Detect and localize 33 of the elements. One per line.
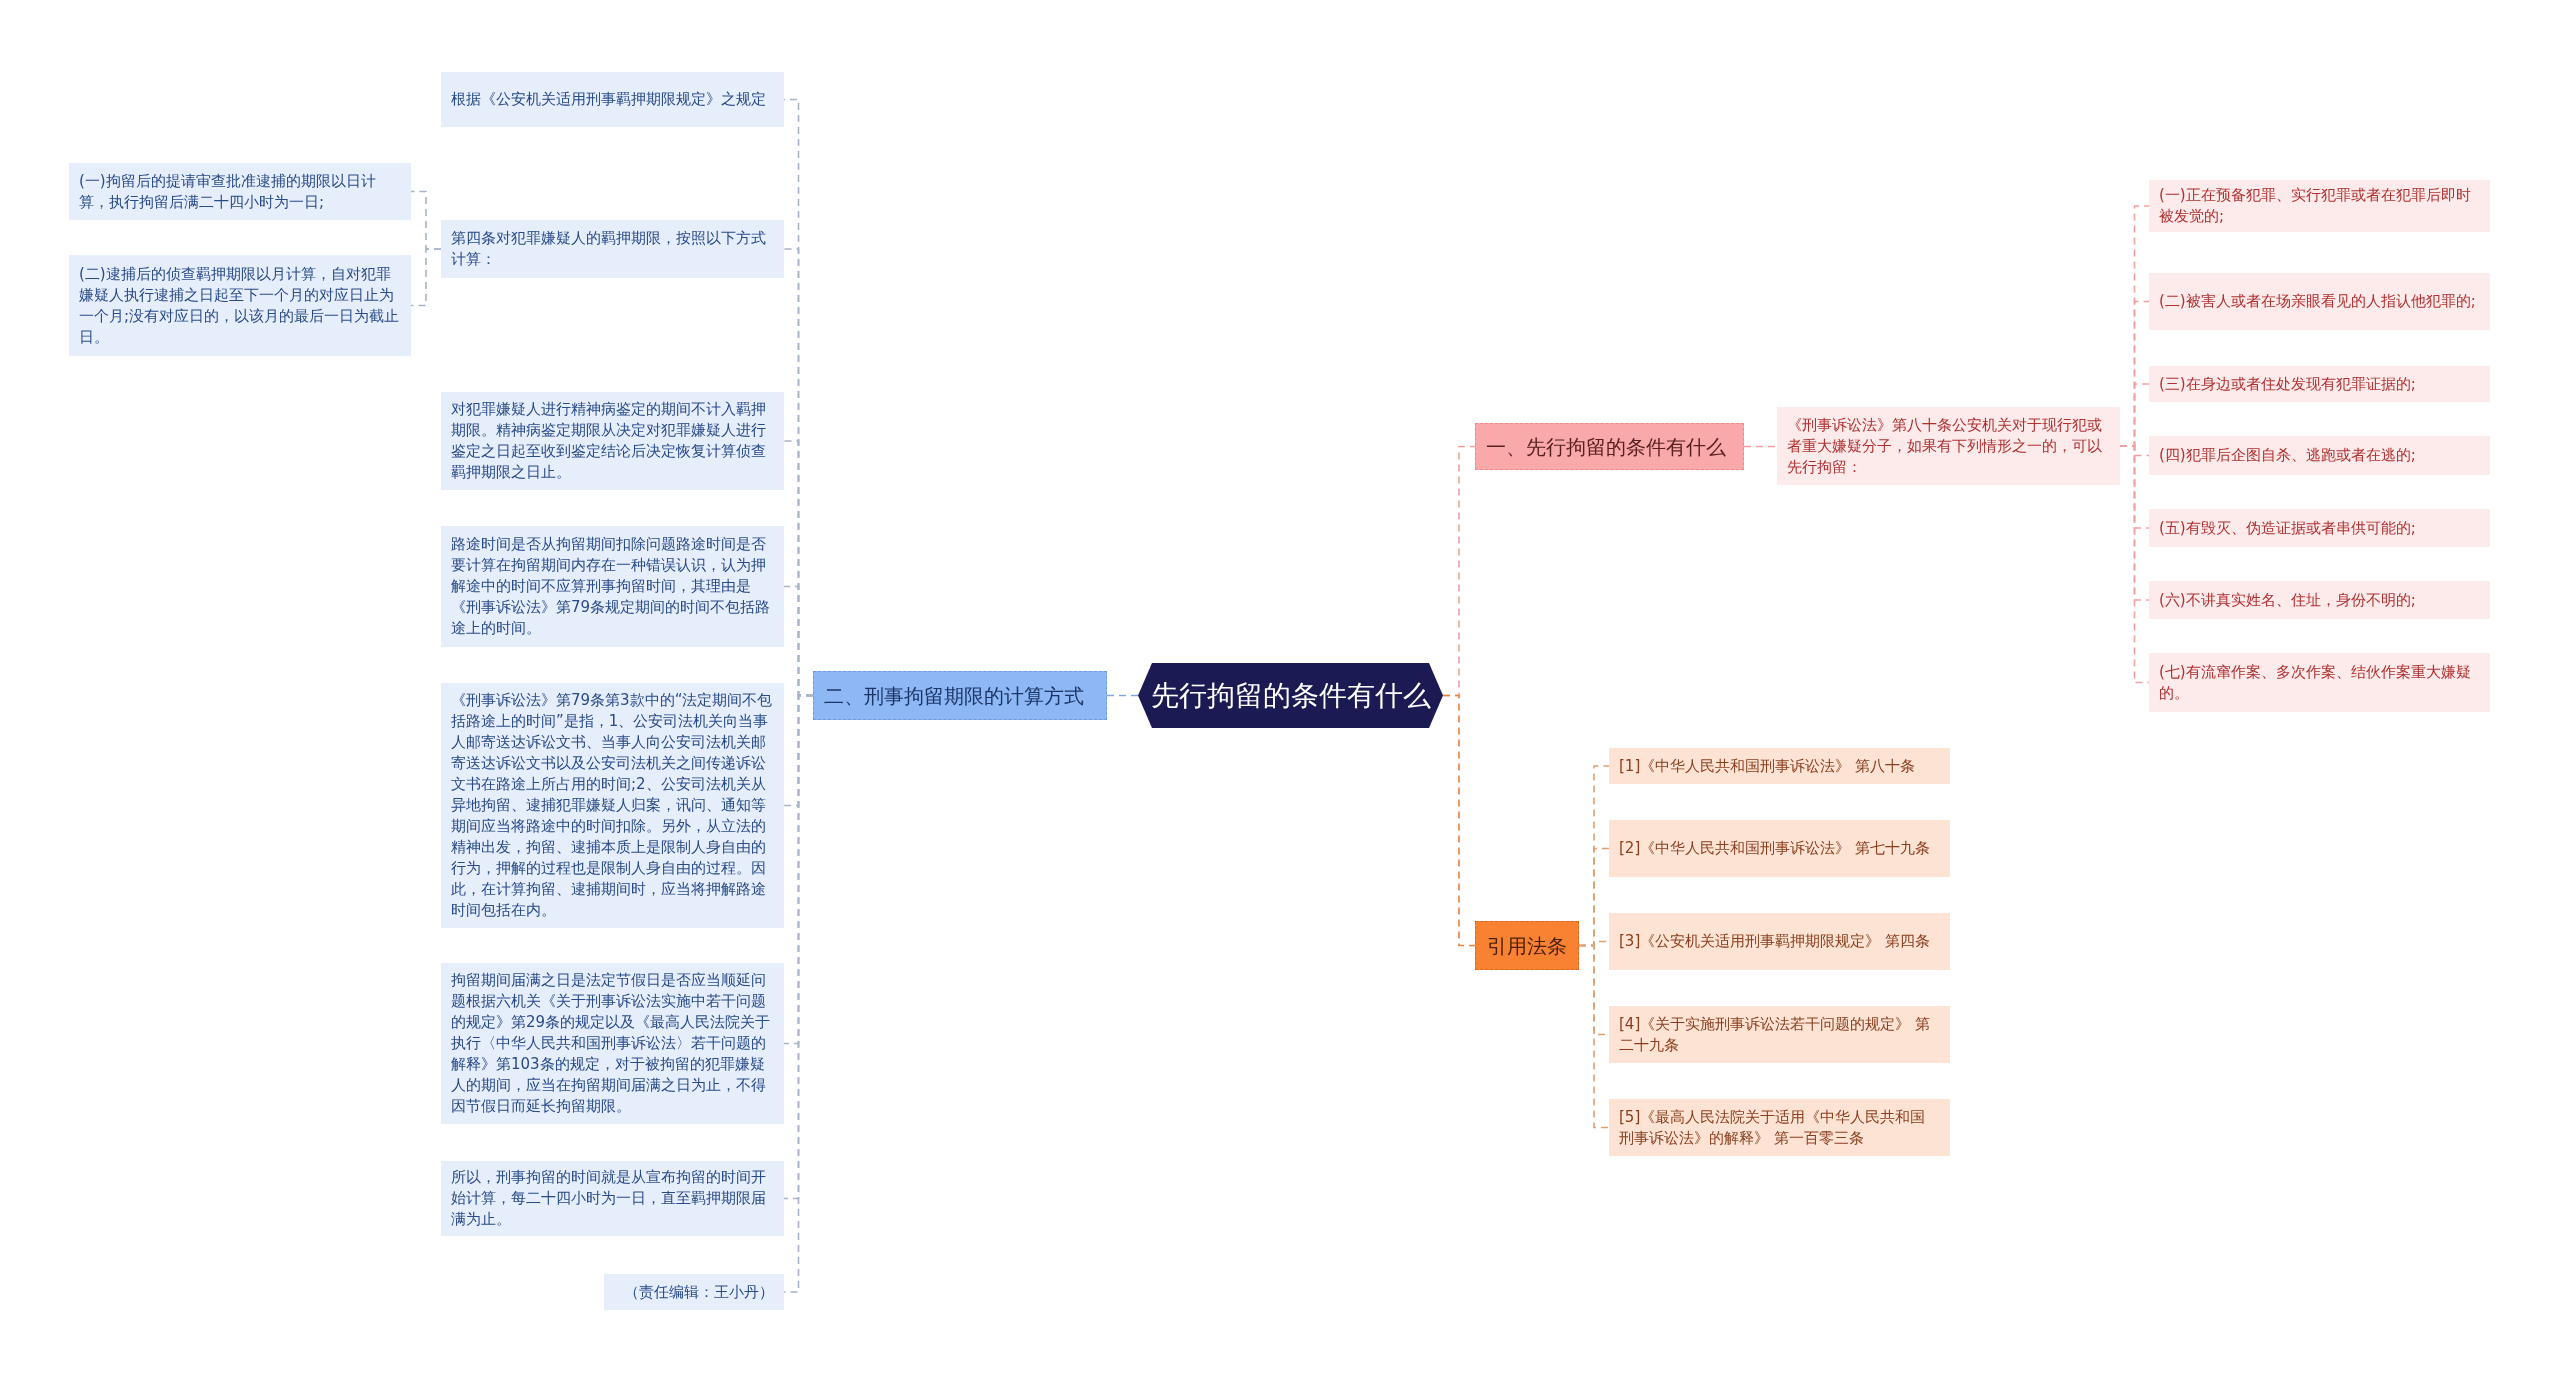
subtopic-box: (四)犯罪后企图自杀、逃跑或者在逃的; — [2149, 436, 2490, 475]
central-topic: 先行拘留的条件有什么 — [1138, 663, 1443, 728]
subtopic-box: (二)被害人或者在场亲眼看见的人指认他犯罪的; — [2149, 273, 2490, 330]
subtopic-box: (六)不讲真实姓名、住址，身份不明的; — [2149, 581, 2490, 619]
subtopic-box: 拘留期间届满之日是法定节假日是否应当顺延问题根据六机关《关于刑事诉讼法实施中若干问题的规定》第29条的规定以及《最高人民法院关于执行〈中华人民共和国刑事诉讼法〉若干问题的解释》第103条的规定，对于被拘留的犯罪嫌疑人的期间，应当在拘留期间届满之日为止，不得因节假日而延长拘留期限。 — [441, 963, 784, 1124]
topic-box: 二、刑事拘留期限的计算方式 — [813, 671, 1107, 720]
subtopic-box: (二)逮捕后的侦查羁押期限以月计算，自对犯罪嫌疑人执行逮捕之日起至下一个月的对应日止为一个月;没有对应日的，以该月的最后一日为截止日。 — [69, 255, 411, 356]
subtopic-box: (一)拘留后的提请审查批准逮捕的期限以日计算，执行拘留后满二十四小时为一日; — [69, 163, 411, 220]
subtopic-box: 《刑事诉讼法》第79条第3款中的“法定期间不包括路途上的时间”是指，1、公安司法机关向当事人邮寄送达诉讼文书、当事人向公安司法机关邮寄送达诉讼文书以及公安司法机关之间传递诉讼文书在路途上所占用的时间;2、公安司法机关从异地拘留、逮捕犯罪嫌疑人归案，讯问、通知等期间应当将路途中的时间扣除。另外，从立法的精神出发，拘留、逮捕本质上是限制人身自由的行为，押解的过程也是限制人身自由的过程。因此，在计算拘留、逮捕期间时，应当将押解路途时间包括在内。 — [441, 683, 784, 928]
topic-box: 引用法条 — [1475, 921, 1579, 970]
subtopic-box: 对犯罪嫌疑人进行精神病鉴定的期间不计入羁押期限。精神病鉴定期限从决定对犯罪嫌疑人进行鉴定之日起至收到鉴定结论后决定恢复计算侦查羁押期限之日止。 — [441, 392, 784, 490]
subtopic-box: (五)有毁灭、伪造证据或者串供可能的; — [2149, 509, 2490, 547]
subtopic-box: (七)有流窜作案、多次作案、结伙作案重大嫌疑的。 — [2149, 653, 2490, 712]
reference-box: [5]《最高人民法院关于适用《中华人民共和国刑事诉讼法》的解释》 第一百零三条 — [1609, 1099, 1950, 1156]
connector-line — [1578, 944, 1610, 1129]
connector-line — [410, 248, 442, 307]
reference-box: [4]《关于实施刑事诉讼法若干问题的规定》 第二十九条 — [1609, 1006, 1950, 1063]
reference-box: [2]《中华人民共和国刑事诉讼法》 第七十九条 — [1609, 820, 1950, 877]
subtopic-box: 所以，刑事拘留的时间就是从宣布拘留的时间开始计算，每二十四小时为一日，直至羁押期限届满为止。 — [441, 1161, 784, 1236]
connector-line — [1106, 694, 1139, 697]
connector-line — [1743, 445, 1778, 448]
subtopic-box: 《刑事诉讼法》第八十条公安机关对于现行犯或者重大嫌疑分子，如果有下列情形之一的，可以先行拘留： — [1777, 407, 2120, 485]
subtopic-box: (一)正在预备犯罪、实行犯罪或者在犯罪后即时被发觉的; — [2149, 180, 2490, 232]
topic-box: 一、先行拘留的条件有什么 — [1475, 423, 1744, 470]
subtopic-box: 根据《公安机关适用刑事羁押期限规定》之规定 — [441, 72, 784, 127]
subtopic-box: 路途时间是否从拘留期间扣除问题路途时间是否要计算在拘留期间内存在一种错误认识，认为押解途中的时间不应算刑事拘留时间，其理由是《刑事诉讼法》第79条规定期间的时间不包括路途上的时间。 — [441, 526, 784, 647]
reference-box: [1]《中华人民共和国刑事诉讼法》 第八十条 — [1609, 748, 1950, 784]
connector-line — [1442, 694, 1476, 947]
note-box: （责任编辑：王小丹） — [604, 1274, 784, 1310]
subtopic-box: 第四条对犯罪嫌疑人的羁押期限，按照以下方式计算： — [441, 220, 784, 278]
connector-line — [2119, 445, 2150, 684]
subtopic-box: (三)在身边或者住处发现有犯罪证据的; — [2149, 366, 2490, 402]
reference-box: [3]《公安机关适用刑事羁押期限规定》 第四条 — [1609, 913, 1950, 970]
